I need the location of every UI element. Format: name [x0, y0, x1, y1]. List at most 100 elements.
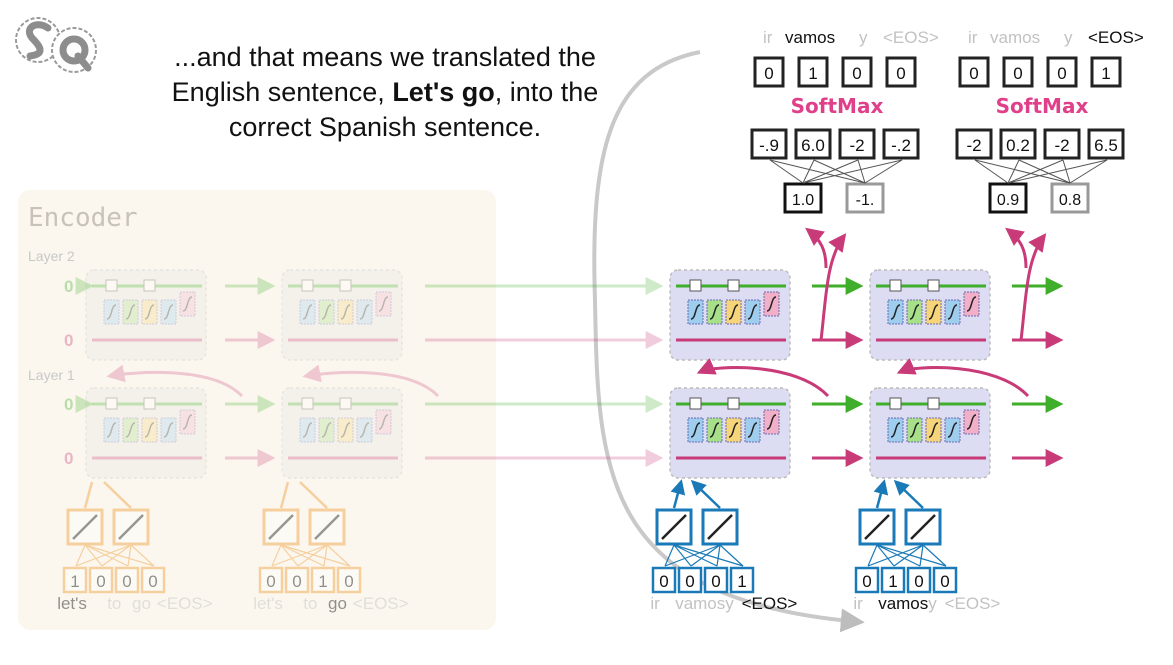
embedding-activation	[661, 514, 687, 540]
onehot-value: 0	[685, 572, 694, 591]
layer-link-arrow	[819, 233, 847, 341]
multiply-node	[105, 397, 118, 410]
softmax-value: 1	[808, 64, 817, 83]
decoder-cell-0-1	[669, 387, 791, 479]
activation-curve	[766, 414, 777, 430]
multiply-node	[301, 279, 314, 292]
layer-link-arrow	[1005, 227, 1028, 269]
activation-curve	[966, 296, 977, 312]
embedding-weight	[271, 544, 282, 567]
decoder-cell-1-0	[869, 269, 991, 361]
onehot-value: 1	[737, 572, 746, 591]
layer-link-arrow	[302, 364, 440, 398]
add-node	[339, 279, 352, 292]
activation-curve	[747, 422, 758, 438]
embedding-output-arrow	[279, 481, 290, 509]
output-token: y	[859, 28, 868, 47]
embedding-output-arrow	[103, 481, 132, 509]
gate-box	[179, 291, 196, 317]
slide-caption: ...and that means we translated the Engl…	[160, 40, 610, 145]
onehot-cell	[310, 566, 336, 594]
input-token: <EOS>	[742, 594, 798, 613]
fc-weight	[802, 159, 859, 184]
softmax-value: 0	[764, 64, 773, 83]
embedding-node	[112, 508, 150, 546]
add-node	[927, 397, 940, 410]
cell-background	[281, 269, 403, 361]
multiply-node	[301, 397, 314, 410]
fc-node	[988, 182, 1028, 214]
fc-weight	[1062, 159, 1071, 184]
fc-weight	[802, 159, 903, 184]
onehot-value: 0	[914, 572, 923, 591]
encoder-title: Encoder	[28, 203, 138, 233]
activation-curve	[125, 422, 136, 438]
onehot-value: 0	[292, 572, 301, 591]
fc-weight	[813, 159, 866, 184]
onehot-cell	[880, 566, 906, 594]
add-node	[927, 279, 940, 292]
onehot-cell	[88, 566, 114, 594]
gate-box	[160, 417, 177, 443]
encoder-cell-0-1	[85, 387, 207, 479]
activation-curve	[947, 422, 958, 438]
encoder-cell-0-0	[85, 269, 207, 361]
input-token: to	[303, 594, 317, 613]
output-token: <EOS>	[1088, 28, 1144, 47]
onehot-value: 0	[96, 572, 105, 591]
softmax-value: 0	[1013, 64, 1022, 83]
input-token: let's	[253, 594, 283, 613]
activation-curve	[340, 422, 351, 438]
caption-text-2: , into the correct Spanish sentence.	[228, 77, 599, 142]
softmax-value: 0	[969, 64, 978, 83]
cell-background	[85, 387, 207, 479]
embedding-weight	[75, 544, 132, 567]
input-token: <EOS>	[157, 594, 213, 613]
input-token: y	[928, 594, 937, 613]
fc-weight	[974, 159, 1009, 184]
embedding-output-arrow	[893, 479, 924, 509]
embedding-output-arrow	[83, 481, 94, 509]
fc-node	[1050, 182, 1090, 214]
gate-box	[141, 299, 158, 325]
gate-box	[103, 299, 120, 325]
activation-curve	[966, 414, 977, 430]
activation-curve	[125, 304, 136, 320]
onehot-value: 0	[659, 572, 668, 591]
embedding-weight	[84, 544, 103, 567]
fc-value: 1.0	[792, 192, 814, 209]
embedding-weight	[326, 544, 351, 567]
gate-box	[318, 299, 335, 325]
logit-value: 6.5	[1094, 136, 1118, 155]
activation-curve	[378, 414, 389, 430]
gate-box	[103, 417, 120, 443]
logo-s-shape	[25, 21, 52, 60]
activation-curve	[947, 304, 958, 320]
fc-value: 0.8	[1059, 192, 1081, 209]
input-token: ir	[853, 594, 863, 613]
decoder-cell-1-1	[869, 387, 991, 479]
fc-node	[845, 182, 885, 214]
logit-cell	[955, 128, 993, 160]
statquest-logo	[15, 17, 97, 73]
embedding-weight	[876, 544, 921, 567]
fc-weight	[1007, 159, 1020, 184]
activation-curve	[163, 422, 174, 438]
caption-bold: Let's go	[392, 77, 495, 107]
layer-link-arrow	[106, 364, 244, 398]
softmax-value: 0	[852, 64, 861, 83]
input-token: vamos	[675, 594, 725, 613]
embedding-weight	[719, 544, 744, 567]
embedding-output-arrow	[690, 479, 721, 509]
encoder-panel	[18, 190, 496, 630]
onehot-value: 0	[344, 572, 353, 591]
input-token: vamos	[878, 594, 928, 613]
logit-cell	[999, 128, 1037, 160]
fc-weight	[974, 159, 1071, 184]
activation-curve	[378, 296, 389, 312]
onehot-cell	[854, 566, 880, 594]
add-node	[143, 279, 156, 292]
embedding-weight	[922, 544, 947, 567]
embedding-node	[308, 508, 346, 546]
